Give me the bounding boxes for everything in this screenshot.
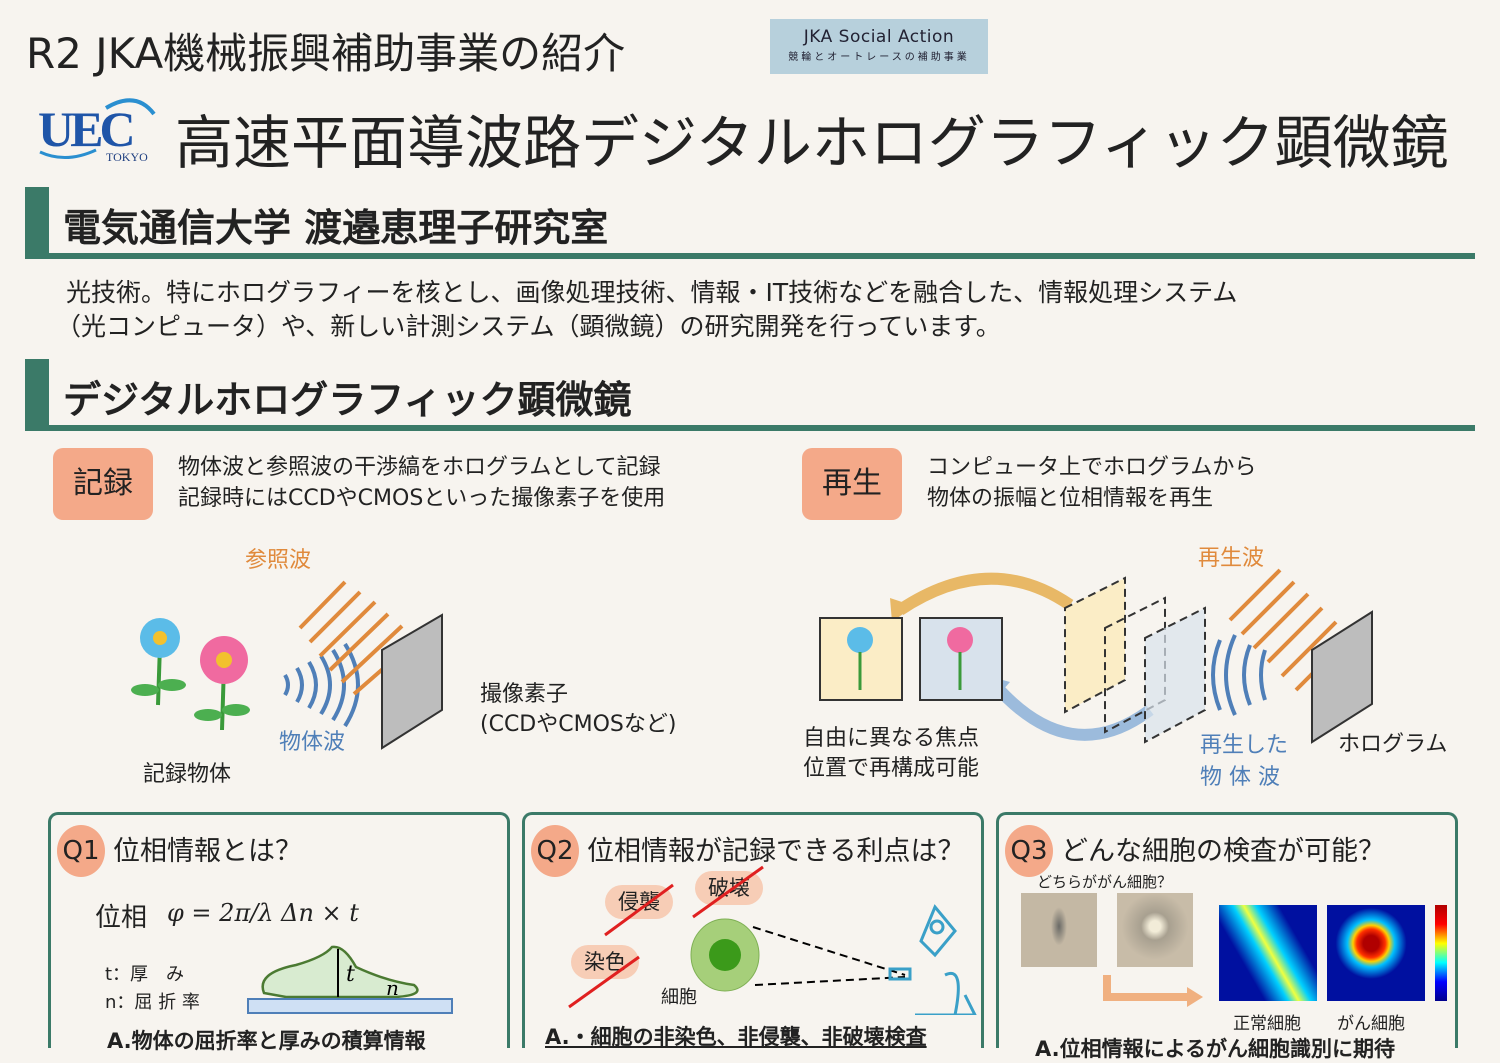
- phase-formula: φ = 2π/λ Δn × t: [167, 899, 359, 927]
- jka-logo-line1: JKA Social Action: [803, 27, 955, 47]
- reconstructed-wave-label: 再生した 物 体 波: [1200, 730, 1288, 794]
- q1-panel: Q1 位相情報とは？ 位相 φ = 2π/λ Δn × t t：厚 み n：屈 …: [48, 812, 510, 1053]
- desc-line: コンピュータ上でホログラムから: [927, 455, 1257, 480]
- focus-line: 位置で再構成可能: [803, 756, 980, 781]
- record-badge: 記録: [53, 448, 153, 520]
- svg-text:t: t: [346, 962, 355, 987]
- normal-cell-phase-map: [1219, 905, 1317, 1001]
- q3-number: Q3: [1005, 825, 1053, 877]
- reconstructed-line: 物 体 波: [1200, 765, 1280, 790]
- crossed-staining: 染色: [571, 945, 639, 979]
- reference-wave-icon: [298, 580, 418, 696]
- svg-text:UEC: UEC: [38, 101, 132, 157]
- record-description: 物体波と参照波の干渉縞をホログラムとして記録 記録時にはCCDやCMOSといった…: [178, 452, 665, 514]
- cell-label: 細胞: [661, 987, 697, 1008]
- normal-cell-label: 正常細胞: [1233, 1014, 1301, 1034]
- intro-line: （光コンピュータ）や、新しい計測システム（顕微鏡）の研究開発を行っています。: [56, 312, 1001, 341]
- cancer-cell-label: がん細胞: [1337, 1014, 1405, 1034]
- image-sensor-icon: [381, 613, 443, 750]
- q2-number: Q2: [531, 825, 579, 877]
- uec-logo: UEC TOKYO: [38, 98, 156, 164]
- sensor-label: 撮像素子 (CCDやCMOSなど): [480, 680, 676, 740]
- color-scale-bar: [1435, 905, 1447, 1001]
- svg-text:TOKYO: TOKYO: [106, 150, 148, 164]
- reconstructed-line: 再生した: [1200, 733, 1289, 758]
- legend-refractive: n：屈 折 率: [105, 992, 200, 1013]
- focus-label: 自由に異なる焦点 位置で再構成可能: [803, 724, 979, 784]
- sensor-line: (CCDやCMOSなど): [480, 712, 677, 737]
- focus-line: 自由に異なる焦点: [803, 726, 980, 751]
- replay-diagram: [819, 568, 1373, 744]
- dhm-heading: デジタルホログラフィック顕微鏡: [25, 359, 1475, 431]
- legend-thickness: t：厚 み: [105, 964, 185, 985]
- crossed-invasive: 侵襲: [605, 885, 673, 919]
- hologram-label: ホログラム: [1338, 732, 1448, 757]
- replay-badge: 再生: [802, 448, 902, 520]
- q3-small-question: どちらががん細胞？: [1037, 873, 1173, 891]
- sensor-line: 撮像素子: [480, 682, 569, 707]
- cell-thickness-icon: t n: [247, 945, 453, 1014]
- q2-answer: A.・細胞の非染色、非侵襲、非破壊検査: [545, 1025, 927, 1049]
- object-label: 記録物体: [143, 762, 232, 787]
- cell-microscope-icon: [568, 865, 977, 1015]
- q2-panel: Q2 位相情報が記録できる利点は？ 侵襲 破壊 染色 細胞 A.・細胞の非染色、…: [522, 812, 984, 1049]
- q1-answer: A.物体の屈折率と厚みの積算情報: [107, 1029, 426, 1053]
- desc-line: 記録時にはCCDやCMOSといった撮像素子を使用: [178, 486, 666, 511]
- reference-wave-label: 参照波: [245, 548, 312, 573]
- q3-panel: Q3 どんな細胞の検査が可能？ どちらががん細胞？ 正常細胞 がん細胞 A.位相…: [996, 812, 1458, 1061]
- cell-photo-2: [1117, 893, 1193, 967]
- desc-line: 物体波と参照波の干渉縞をホログラムとして記録: [178, 455, 661, 480]
- recording-diagram: [131, 580, 443, 750]
- formula-label: 位相: [95, 903, 148, 933]
- jka-logo: JKA Social Action 競輪とオートレースの補助事業: [770, 19, 988, 74]
- q1-number: Q1: [57, 825, 105, 877]
- object-wave-label: 物体波: [279, 730, 346, 755]
- q1-title: 位相情報とは？: [113, 836, 302, 867]
- q3-title: どんな細胞の検査が可能？: [1061, 836, 1385, 867]
- flower-blue-icon: [131, 618, 186, 706]
- svg-text:n: n: [386, 976, 399, 1000]
- q2-title: 位相情報が記録できる利点は？: [587, 836, 965, 867]
- replay-wave-label: 再生波: [1198, 546, 1265, 571]
- cell-photo-1: [1021, 893, 1097, 967]
- main-title: 高速平面導波路デジタルホログラフィック顕微鏡: [175, 109, 1449, 177]
- cancer-cell-phase-map: [1327, 905, 1425, 1001]
- lab-intro: 光技術。特にホログラフィーを核とし、画像処理技術、情報・IT技術などを融合した、…: [56, 276, 1446, 344]
- arrow-icon: [1103, 975, 1203, 1007]
- formula-text: φ = 2π/λ Δn × t: [167, 899, 359, 927]
- desc-line: 物体の振幅と位相情報を再生: [927, 486, 1214, 511]
- flower-pink-icon: [194, 636, 250, 731]
- intro-line: 光技術。特にホログラフィーを核とし、画像処理技術、情報・IT技術などを融合した、…: [66, 278, 1238, 307]
- lab-heading: 電気通信大学 渡邉恵理子研究室: [25, 187, 1475, 259]
- q3-answer: A.位相情報によるがん細胞識別に期待: [1035, 1037, 1395, 1061]
- jka-logo-line2: 競輪とオートレースの補助事業: [788, 52, 970, 63]
- crossed-destructive: 破壊: [695, 871, 763, 905]
- header-title: R2 JKA機械振興補助事業の紹介: [26, 29, 626, 78]
- formula-legend: t：厚 み n：屈 折 率: [105, 961, 200, 1017]
- replay-description: コンピュータ上でホログラムから 物体の振幅と位相情報を再生: [927, 452, 1256, 514]
